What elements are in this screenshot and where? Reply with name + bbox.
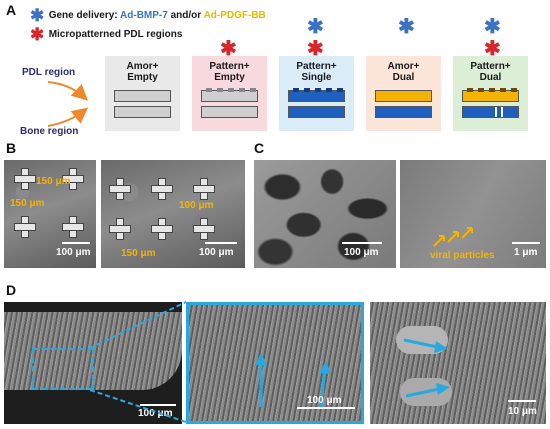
region-arrows <box>47 81 89 127</box>
pillar-shape <box>62 168 84 190</box>
card-pattern-dual: Pattern+ Dual <box>453 56 528 131</box>
card3-red-star-icon: ✱ <box>307 38 324 60</box>
sem-c-left: 100 μm <box>254 160 396 268</box>
legend-gene-prefix: Gene delivery: <box>48 10 121 21</box>
card-pattern-empty: Pattern+ Empty <box>192 56 267 131</box>
dimension-label-1: 150 μm <box>36 176 71 187</box>
blue-arrow-icons <box>403 338 450 398</box>
red-asterisk-icon: ✱ <box>30 25 45 44</box>
viral-particles-label: viral particles <box>430 250 495 261</box>
card5-blue-star-icon: ✱ <box>484 16 501 38</box>
card-pattern-single: Pattern+ Single <box>279 56 354 131</box>
pdl-region-label: PDL region <box>22 67 76 78</box>
legend-gene-bmp: Ad-BMP-7 <box>120 10 168 21</box>
scale-bar <box>297 407 355 409</box>
scale-label: 10 μm <box>508 406 537 417</box>
panel-c-label: C <box>254 140 265 156</box>
sem-b-left: 150 μm 150 μm 100 μm <box>4 160 96 268</box>
scale-label: 100 μm <box>138 408 173 419</box>
card-amor-dual: Amor+ Dual <box>366 56 441 131</box>
panel-a-label: A <box>6 2 17 18</box>
dimension-label-2: 150 μm <box>121 248 156 259</box>
card4-blue-star-icon: ✱ <box>398 16 415 38</box>
card-title: Pattern+ Single <box>296 61 337 83</box>
arrow-icons <box>433 227 473 247</box>
dimension-label-1: 100 μm <box>179 200 214 211</box>
scale-bar <box>342 242 382 244</box>
scale-bar <box>62 242 90 244</box>
pillar-shape <box>109 218 131 240</box>
pdl-layer-patterned <box>288 88 345 102</box>
sem-b-right: 100 μm 150 μm 100 μm <box>101 160 245 268</box>
sem-d-left: 100 μm <box>4 302 182 424</box>
blue-asterisk-icon: ✱ <box>30 6 45 25</box>
card5-red-star-icon: ✱ <box>484 38 501 60</box>
card-title: Amor+ Dual <box>387 61 420 83</box>
scale-label: 100 μm <box>199 247 234 258</box>
legend-gene-pdgf: Ad-PDGF-BB <box>203 10 266 21</box>
pillar-shape <box>193 218 215 240</box>
card2-red-star-icon: ✱ <box>220 38 237 60</box>
scale-label: 1 μm <box>514 247 538 258</box>
sem-d-right: 10 μm <box>370 302 546 424</box>
bone-arrow-icon <box>47 107 89 127</box>
card-title: Pattern+ Dual <box>470 61 511 83</box>
card-title: Amor+ Empty <box>126 61 159 83</box>
card-title: Pattern+ Empty <box>209 61 250 83</box>
scale-label: 100 μm <box>56 247 91 258</box>
bone-layer <box>462 106 519 118</box>
legend-micropattern: ✱ Micropatterned PDL regions <box>30 22 183 44</box>
sem-c-right: viral particles 1 μm <box>400 160 546 268</box>
pillar-shape <box>109 178 131 200</box>
card3-blue-star-icon: ✱ <box>307 16 324 38</box>
sem-d-middle: 100 μm <box>186 302 364 424</box>
dimension-label-2: 150 μm <box>10 198 45 209</box>
pillar-shape <box>193 178 215 200</box>
pdl-layer-patterned <box>201 88 258 102</box>
scale-label: 100 μm <box>307 395 342 406</box>
pdl-layer-patterned <box>462 88 519 102</box>
pillar-shape <box>14 216 36 238</box>
legend-micro-text: Micropatterned PDL regions <box>48 29 183 40</box>
bone-layer <box>375 106 432 118</box>
pillar-shape <box>14 168 36 190</box>
panel-d-label: D <box>6 282 17 298</box>
zoom-region-box <box>32 348 94 390</box>
pillar-shape <box>151 178 173 200</box>
card-amor-empty: Amor+ Empty <box>105 56 180 131</box>
scale-bar <box>140 404 176 406</box>
bone-layer <box>114 106 171 118</box>
legend-gene-mid: and/or <box>167 10 204 21</box>
pillar-shape <box>62 216 84 238</box>
scale-bar <box>205 242 237 244</box>
bone-layer <box>201 106 258 118</box>
zoom-connector-lines <box>90 301 187 423</box>
bone-region-label: Bone region <box>20 126 79 137</box>
panel-b-label: B <box>6 140 17 156</box>
scale-bar <box>508 400 536 402</box>
bone-layer <box>288 106 345 118</box>
pdl-layer <box>114 90 171 102</box>
blue-arrow-icons <box>255 353 331 408</box>
pdl-layer <box>375 90 432 102</box>
scale-bar <box>512 242 540 244</box>
scale-label: 100 μm <box>344 247 379 258</box>
pdl-arrow-icon <box>47 81 88 101</box>
pillar-shape <box>151 218 173 240</box>
legend-gene-delivery: ✱ Gene delivery: Ad-BMP-7 and/or Ad-PDGF… <box>30 3 266 25</box>
